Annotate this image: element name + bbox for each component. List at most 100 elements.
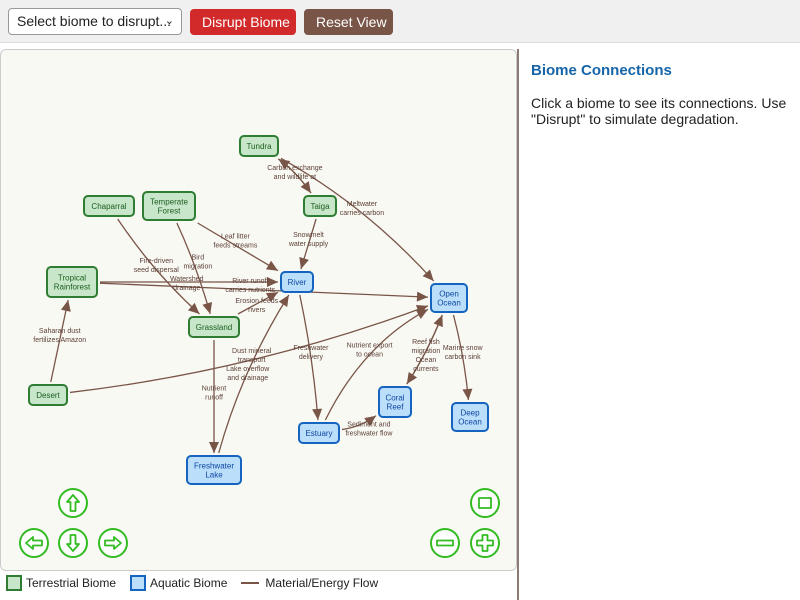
arrowhead-icon	[202, 302, 213, 314]
disrupt-biome-button[interactable]: Disrupt Biome	[190, 9, 296, 35]
edge-line[interactable]	[280, 157, 435, 282]
edge-label: Sediment and	[347, 422, 390, 429]
edge-layer	[50, 157, 473, 454]
flow-line-swatch	[241, 582, 260, 584]
node-box[interactable]	[298, 422, 340, 444]
edge-label: migration	[412, 348, 441, 355]
pan-down-button[interactable]	[58, 528, 88, 558]
biome-node-tundra[interactable]: Tundra	[239, 135, 279, 157]
biome-node-river[interactable]: River	[280, 271, 314, 293]
biome-node-desert[interactable]: Desert	[28, 384, 68, 406]
edge-line[interactable]	[218, 294, 290, 454]
flow-edge[interactable]	[209, 340, 219, 453]
flow-edge[interactable]	[176, 222, 213, 315]
node-box[interactable]	[303, 195, 337, 217]
node-box[interactable]	[188, 316, 240, 338]
node-box[interactable]	[83, 195, 135, 217]
node-box[interactable]	[46, 266, 98, 298]
flow-edge[interactable]	[117, 218, 200, 315]
node-box[interactable]	[378, 386, 412, 418]
edge-line[interactable]	[99, 282, 429, 298]
fit-button[interactable]	[470, 488, 500, 518]
biome-node-taiga[interactable]: Taiga	[303, 195, 337, 217]
arrowhead-icon	[265, 260, 278, 271]
edge-label: and wildlife at	[274, 174, 316, 181]
edge-line[interactable]	[69, 305, 429, 394]
flow-edge[interactable]	[197, 222, 279, 272]
edge-label: Leaf litter	[221, 233, 250, 240]
edge-label: Ocean	[416, 357, 437, 364]
arrowhead-icon	[406, 372, 418, 384]
edge-label: Watershed	[170, 276, 204, 283]
node-box[interactable]	[451, 402, 489, 432]
pan-right-icon	[104, 536, 122, 550]
terrestrial-swatch	[6, 575, 22, 591]
edge-label-group: Watershed drainage	[170, 276, 204, 292]
biome-node-estuary[interactable]: Estuary	[298, 422, 340, 444]
edge-label: delivery	[299, 354, 324, 361]
biome-node-grassland[interactable]: Grassland	[188, 316, 240, 338]
node-box[interactable]	[430, 283, 468, 313]
node-box[interactable]	[239, 135, 279, 157]
node-box[interactable]	[186, 455, 242, 485]
edge-label: Erosion feeds	[235, 298, 278, 305]
zoom-in-button[interactable]	[470, 528, 500, 558]
pan-up-button[interactable]	[58, 488, 88, 518]
flow-edge[interactable]	[99, 282, 429, 302]
fit-icon	[478, 497, 492, 509]
zoom-out-button[interactable]	[430, 528, 460, 558]
pan-right-button[interactable]	[98, 528, 128, 558]
arrowhead-icon	[267, 277, 278, 287]
pan-left-button[interactable]	[19, 528, 49, 558]
biome-node-chaparral[interactable]: Chaparral	[83, 195, 135, 217]
node-box[interactable]	[280, 271, 314, 293]
flow-edge[interactable]	[50, 299, 71, 383]
flow-edge[interactable]	[324, 308, 429, 421]
zoom-in-icon	[476, 534, 494, 552]
flow-edge[interactable]	[280, 157, 435, 282]
edge-line[interactable]	[299, 294, 319, 421]
edge-label: drainage	[173, 285, 200, 292]
zoom-out-icon	[436, 539, 454, 547]
node-box[interactable]	[142, 191, 196, 221]
node-label: Desert	[36, 391, 60, 400]
flow-edge[interactable]	[299, 294, 323, 421]
edge-line[interactable]	[117, 218, 200, 315]
reset-view-label: Reset View	[316, 14, 387, 30]
biome-select[interactable]: Select biome to disrupt...⌄	[8, 8, 182, 35]
flow-edge[interactable]	[341, 415, 377, 431]
node-label: Temperate	[150, 198, 188, 207]
node-label: Deep	[460, 409, 480, 418]
arrowhead-icon	[209, 442, 219, 453]
flow-edge[interactable]	[406, 314, 443, 385]
edge-line[interactable]	[324, 308, 429, 421]
flow-edge[interactable]	[237, 291, 279, 315]
chevron-down-icon: ⌄	[164, 15, 174, 27]
pan-left-icon	[25, 536, 43, 550]
flow-edge[interactable]	[299, 218, 317, 270]
reset-view-button[interactable]: Reset View	[304, 9, 393, 35]
pan-down-icon	[66, 534, 80, 552]
flow-edge[interactable]	[99, 277, 278, 287]
flow-edge[interactable]	[218, 294, 290, 454]
node-box[interactable]	[28, 384, 68, 406]
panel-divider[interactable]	[517, 49, 519, 600]
edge-label: Dust mineral	[232, 348, 272, 355]
edge-label: Fire-driven	[140, 258, 174, 265]
flow-edge[interactable]	[452, 314, 473, 401]
edge-label: Marine snow	[443, 345, 484, 352]
